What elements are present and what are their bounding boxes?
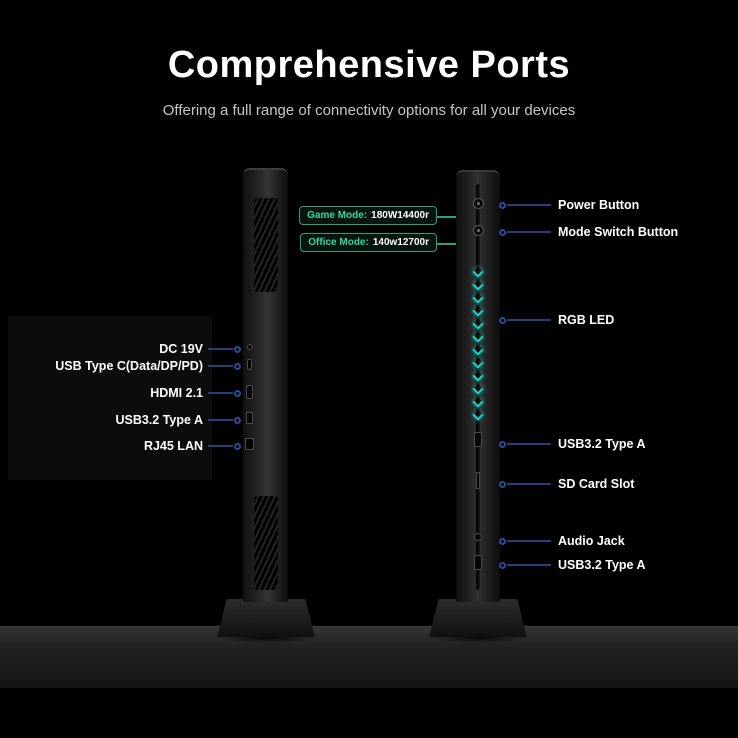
chevron-down-icon <box>472 357 484 369</box>
port-marker-icon <box>499 228 506 236</box>
game-mode-badge: Game Mode: 180W14400r <box>299 206 437 225</box>
usb-a-port-icon <box>474 432 482 447</box>
stand-shadow <box>220 633 314 643</box>
port-label: USB Type C(Data/DP/PD) <box>55 359 203 373</box>
port-marker-icon <box>499 440 506 448</box>
port-marker-icon <box>234 442 241 450</box>
port-label: HDMI 2.1 <box>150 386 203 400</box>
port-marker-icon <box>499 316 506 324</box>
port-label: Power Button <box>558 198 640 212</box>
port-label: SD Card Slot <box>558 477 635 491</box>
chevron-down-icon <box>472 266 484 278</box>
rj45-port-icon <box>245 438 254 450</box>
rgb-led-strip <box>469 266 487 424</box>
port-label: USB3.2 Type A <box>115 413 203 427</box>
vent-grille-icon <box>254 198 278 292</box>
badge-label: Game Mode: <box>307 210 368 221</box>
callout-usb-type-c: USB Type C(Data/DP/PD) <box>55 358 241 374</box>
chevron-down-icon <box>472 409 484 421</box>
hdmi-port-icon <box>246 385 253 399</box>
page-title: Comprehensive Ports <box>167 44 571 86</box>
vent-grille-icon <box>254 496 278 590</box>
badge-value: 140w12700r <box>372 237 429 248</box>
port-label: Audio Jack <box>558 534 625 548</box>
callout-power-button: Power Button <box>499 197 639 213</box>
port-marker-icon <box>234 362 241 370</box>
callout-line <box>208 365 233 367</box>
callout-rj45-lan: RJ45 LAN <box>144 438 241 454</box>
callout-line <box>208 419 233 421</box>
port-label: Mode Switch Button <box>558 225 679 239</box>
front-groove <box>476 184 480 590</box>
badge-label: Office Mode: <box>308 237 369 248</box>
port-marker-icon <box>499 480 506 488</box>
sd-card-slot-icon <box>476 472 480 489</box>
callout-usb32-front-top: USB3.2 Type A <box>499 436 646 452</box>
port-marker-icon <box>499 537 506 545</box>
callout-usb32-front-bottom: USB3.2 Type A <box>499 557 646 573</box>
callout-audio-jack: Audio Jack <box>499 533 625 549</box>
port-label: USB3.2 Type A <box>558 558 646 572</box>
callout-mode-switch-button: Mode Switch Button <box>499 224 678 240</box>
port-marker-icon <box>234 389 241 397</box>
chevron-down-icon <box>472 305 484 317</box>
port-label: RJ45 LAN <box>143 439 203 453</box>
callout-usb32-rear: USB3.2 Type A <box>115 412 241 428</box>
usb-a-port-icon <box>246 412 253 424</box>
dc-port-icon <box>247 344 253 350</box>
mode-switch-button-icon <box>473 225 484 236</box>
page-subtitle: Offering a full range of connectivity op… <box>162 102 576 119</box>
callout-line <box>507 540 551 542</box>
port-marker-icon <box>234 345 241 353</box>
callout-hdmi-2-1: HDMI 2.1 <box>150 385 241 401</box>
port-marker-icon <box>499 201 506 209</box>
mini-pc-front-view <box>456 170 500 602</box>
callout-line <box>208 392 233 394</box>
office-mode-badge: Office Mode: 140w12700r <box>300 233 437 252</box>
mini-pc-rear-view <box>243 168 288 602</box>
port-label: RGB LED <box>558 313 615 327</box>
chevron-down-icon <box>472 344 484 356</box>
chevron-down-icon <box>472 370 484 382</box>
table-surface <box>0 626 738 688</box>
port-label: DC 19V <box>159 342 203 356</box>
callout-dc-19v: DC 19V <box>159 341 241 357</box>
callout-line <box>507 483 551 485</box>
chevron-down-icon <box>472 396 484 408</box>
callout-line <box>208 348 233 350</box>
chevron-down-icon <box>472 331 484 343</box>
callout-line <box>507 231 551 233</box>
badge-value: 180W14400r <box>371 210 429 221</box>
chevron-down-icon <box>472 383 484 395</box>
chevron-down-icon <box>472 292 484 304</box>
stand-shadow <box>432 633 526 643</box>
device-stand-left <box>217 599 315 637</box>
callout-line <box>507 204 551 206</box>
callout-line <box>507 319 551 321</box>
chevron-down-icon <box>472 318 484 330</box>
usb-a-port-icon <box>474 555 482 570</box>
port-marker-icon <box>234 416 241 424</box>
port-marker-icon <box>499 561 506 569</box>
callout-line <box>507 564 551 566</box>
rear-ports-label-panel <box>8 316 212 480</box>
device-stand-right <box>429 599 527 637</box>
badge-connector-line <box>437 243 456 245</box>
callout-rgb-led: RGB LED <box>499 312 614 328</box>
audio-jack-icon <box>474 533 482 541</box>
badge-connector-line <box>437 216 456 218</box>
port-label: USB3.2 Type A <box>558 437 646 451</box>
power-button-icon <box>473 198 484 209</box>
chevron-down-icon <box>472 279 484 291</box>
callout-sd-card-slot: SD Card Slot <box>499 476 634 492</box>
callout-line <box>507 443 551 445</box>
callout-line <box>208 445 233 447</box>
usb-c-port-icon <box>247 359 252 370</box>
